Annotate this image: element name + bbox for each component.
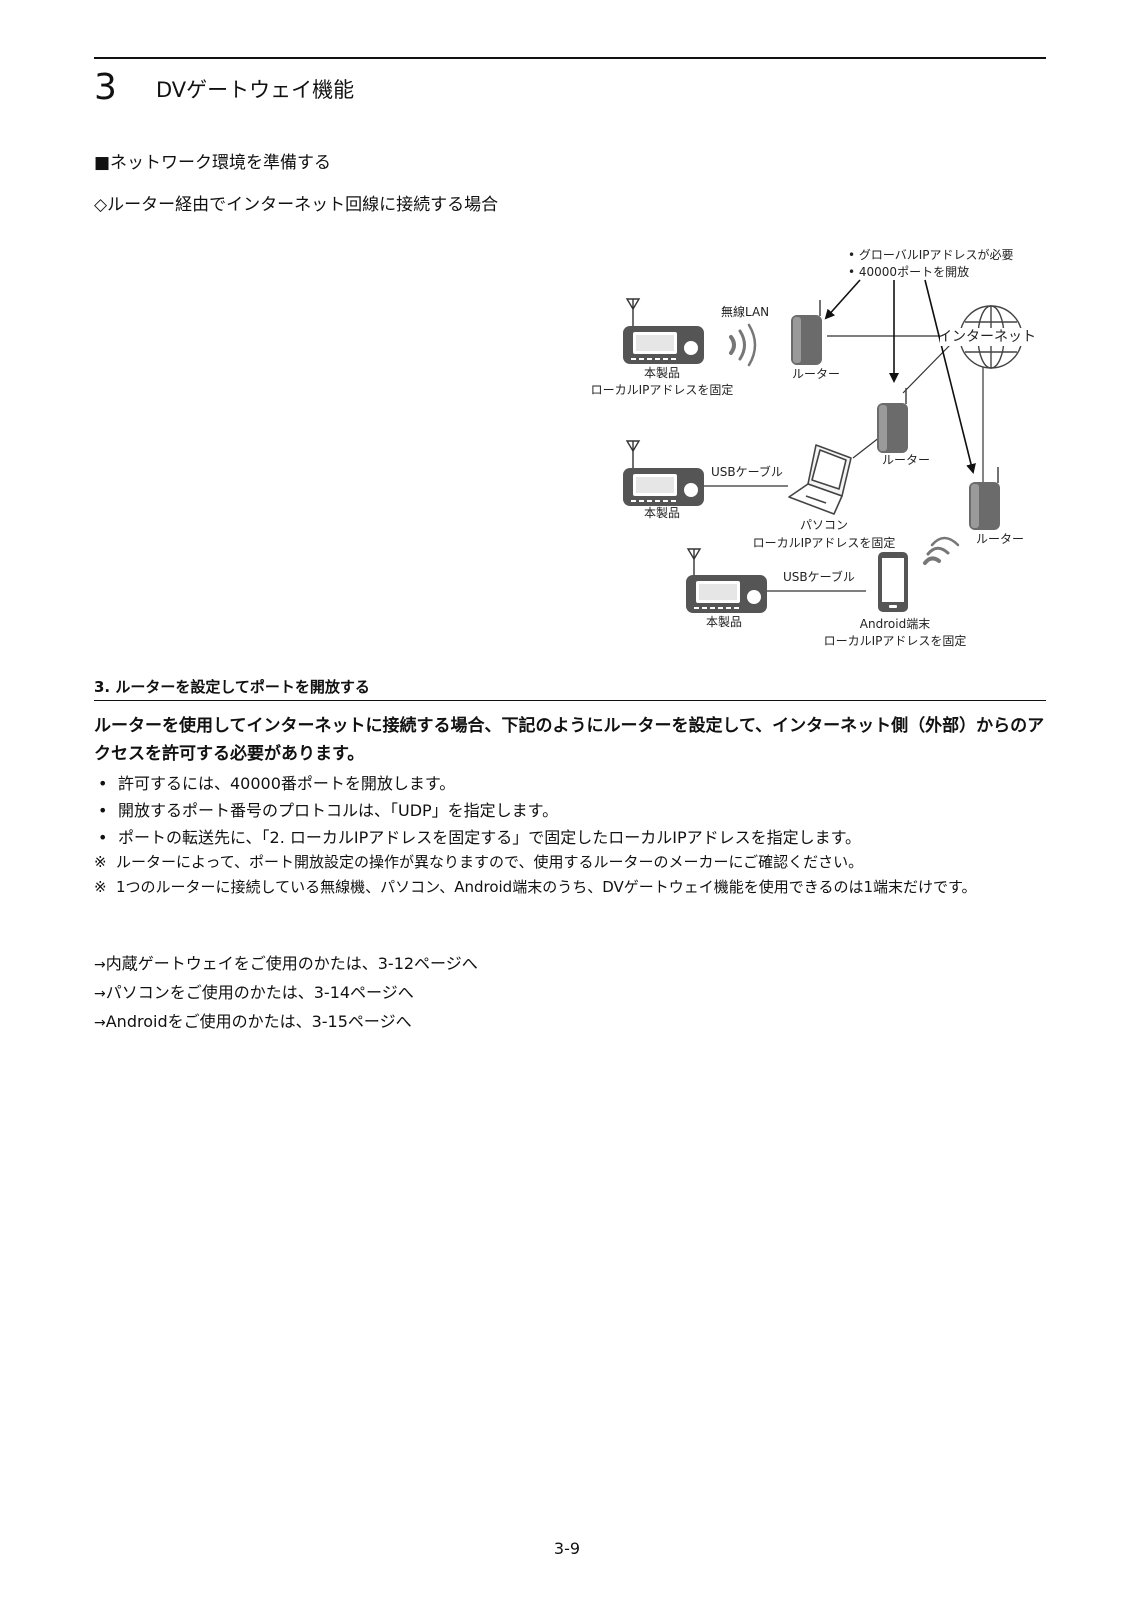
transceiver-icon: [623, 298, 704, 364]
reference-text: 内蔵ゲートウェイをご使用のかたは、3-12ページへ: [105, 954, 478, 973]
router-icon: [791, 300, 822, 365]
transceiver-icon: [623, 440, 704, 506]
label-fixed-local-ip: ローカルIPアドレスを固定: [753, 535, 896, 550]
label-fixed-local-ip: ローカルIPアドレスを固定: [591, 382, 734, 397]
network-diagram: • グローバルIPアドレスが必要 • 40000ポートを開放 無線LAN インタ…: [591, 247, 1036, 648]
transceiver-icon: [686, 548, 767, 613]
reference-text: パソコンをご使用のかたは、3-14ページへ: [105, 983, 414, 1002]
note-text: 1つのルーターに接続している無線機、パソコン、Android端末のうち、DVゲー…: [116, 878, 977, 896]
label-device: 本製品: [706, 615, 742, 629]
note-arrows: [824, 279, 976, 474]
note-mark: ※: [94, 853, 107, 871]
reference-link-pc[interactable]: →パソコンをご使用のかたは、3-14ページへ: [94, 979, 478, 1008]
reference-text: Androidをご使用のかたは、3-15ページへ: [105, 1012, 412, 1031]
diagram-note-global-ip: • グローバルIPアドレスが必要: [848, 247, 1014, 262]
top-rule: [94, 57, 1046, 59]
arrow-icon: →: [94, 1015, 106, 1031]
arrow-icon: →: [94, 957, 106, 973]
section-heading: ■ネットワーク環境を準備する: [94, 153, 332, 173]
reference-link-gateway[interactable]: →内蔵ゲートウェイをご使用のかたは、3-12ページへ: [94, 950, 478, 979]
note-mark: ※: [94, 878, 107, 896]
chapter-number: 3: [94, 67, 117, 108]
page-number: 3-9: [553, 1539, 581, 1558]
bullet-list: 許可するには、40000番ポートを開放します。 開放するポート番号のプロトコルは…: [94, 770, 1050, 851]
label-router: ルーター: [792, 367, 840, 381]
internet-label-bg: [940, 328, 1034, 346]
label-device: 本製品: [644, 506, 680, 520]
wireless-waves-icon: [923, 536, 960, 565]
bullet-item: 開放するポート番号のプロトコルは、「UDP」を指定します。: [94, 797, 1050, 824]
sub-heading: ◇ルーター経由でインターネット回線に接続する場合: [94, 195, 499, 215]
label-device: 本製品: [644, 366, 680, 380]
lead-paragraph: ルーターを使用してインターネットに接続する場合、下記のようにルーターを設定して、…: [94, 716, 1045, 764]
laptop-icon: [788, 444, 852, 515]
note-item: ※ ルーターによって、ポート開放設定の操作が異なりますので、使用するルーターのメ…: [94, 850, 1050, 875]
diagram-note-port-open: • 40000ポートを開放: [848, 264, 969, 279]
smartphone-icon: [878, 552, 908, 612]
wireless-waves-icon: [729, 323, 757, 367]
note-item: ※ 1つのルーターに接続している無線機、パソコン、Android端末のうち、DV…: [94, 875, 1050, 900]
label-fixed-local-ip: ローカルIPアドレスを固定: [824, 633, 967, 648]
reference-list: →内蔵ゲートウェイをご使用のかたは、3-12ページへ →パソコンをご使用のかたは…: [94, 950, 478, 1037]
reference-link-android[interactable]: →Androidをご使用のかたは、3-15ページへ: [94, 1008, 478, 1037]
bullet-item: ポートの転送先に、「2. ローカルIPアドレスを固定する」で固定したローカルIP…: [94, 824, 1050, 851]
router-icon: [877, 388, 908, 453]
label-router: ルーター: [976, 532, 1024, 546]
step-rule: [94, 700, 1046, 701]
step-title: 3. ルーターを設定してポートを開放する: [94, 678, 370, 696]
arrow-icon: →: [94, 986, 106, 1002]
note-list: ※ ルーターによって、ポート開放設定の操作が異なりますので、使用するルーターのメ…: [94, 850, 1050, 900]
label-wireless-lan: 無線LAN: [721, 304, 769, 319]
note-text: ルーターによって、ポート開放設定の操作が異なりますので、使用するルーターのメーカ…: [116, 853, 864, 871]
label-usb-cable: USBケーブル: [783, 569, 855, 584]
chapter-title: DVゲートウェイ機能: [156, 78, 355, 102]
label-usb-cable: USBケーブル: [711, 464, 783, 479]
label-internet: インターネット: [938, 329, 1036, 345]
connection-lines: [696, 335, 984, 592]
label-android: Android端末: [860, 617, 930, 631]
label-pc: パソコン: [800, 518, 848, 532]
label-router: ルーター: [882, 453, 930, 467]
router-icon: [969, 467, 1000, 530]
bullet-item: 許可するには、40000番ポートを開放します。: [94, 770, 1050, 797]
